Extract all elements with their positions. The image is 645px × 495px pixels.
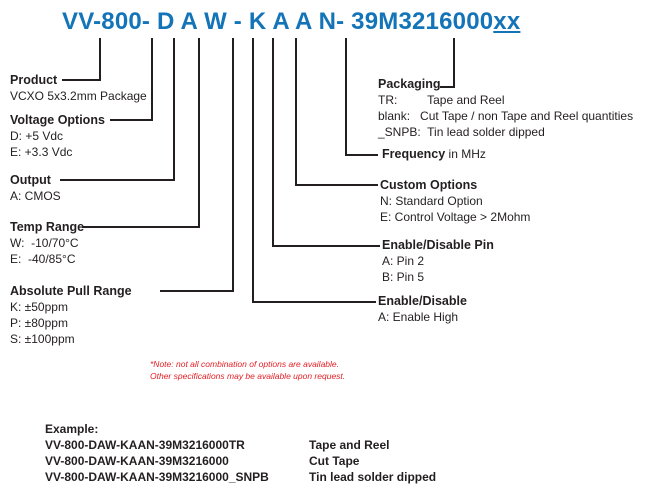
connector-enable-pin	[272, 38, 380, 247]
packaging-option: blank: Cut Tape / non Tape and Reel quan…	[378, 109, 634, 123]
frequency-title: Frequency	[382, 147, 446, 161]
code-enable: A	[272, 8, 290, 35]
voltage-option: D: +5 Vdc	[10, 129, 64, 143]
separator: -	[336, 8, 352, 35]
pull-option: S: ±100ppm	[10, 332, 75, 346]
code-enable-pin: A	[295, 8, 312, 35]
note-line: Other specifications may be available up…	[150, 371, 346, 381]
voltage-title: Voltage Options	[10, 113, 105, 127]
part-prefix: VV-800-	[62, 8, 157, 35]
product-title: Product	[10, 73, 58, 87]
enable-pin-title: Enable/Disable Pin	[382, 238, 494, 252]
output-title: Output	[10, 173, 51, 187]
field-voltage: Voltage Options D: +5 Vdc E: +3.3 Vdc	[10, 112, 105, 160]
example-description: Tape and Reel	[309, 438, 390, 452]
temp-option: W: -10/70°C	[10, 236, 79, 250]
connector-pull	[160, 38, 234, 292]
custom-option: E: Control Voltage > 2Mohm	[380, 210, 531, 224]
note-line: *Note: not all combination of options ar…	[150, 359, 340, 369]
enable-title: Enable/Disable	[378, 294, 467, 308]
field-temp: Temp Range W: -10/70°C E: -40/85°C	[10, 219, 84, 267]
availability-note: *Note: not all combination of options ar…	[150, 358, 345, 382]
packaging-title: Packaging	[378, 77, 441, 91]
field-enable: Enable/Disable A: Enable High	[378, 293, 467, 325]
custom-option: N: Standard Option	[380, 194, 483, 208]
enable-pin-option: B: Pin 5	[382, 270, 425, 284]
field-packaging: Packaging TR: Tape and Reel blank: Cut T…	[378, 76, 633, 140]
field-enable-pin: Enable/Disable Pin A: Pin 2 B: Pin 5	[382, 237, 494, 285]
example-description: Tin lead solder dipped	[309, 470, 437, 484]
part-number-header: VV-800- D A W - K A A N- 39M3216000xx	[62, 8, 520, 36]
output-option: A: CMOS	[10, 189, 61, 203]
packaging-option: TR: Tape and Reel	[378, 93, 505, 107]
product-option: VCXO 5x3.2mm Package	[10, 89, 147, 103]
frequency-unit: in MHz	[445, 147, 486, 161]
voltage-option: E: +3.3 Vdc	[10, 145, 73, 159]
example-heading: Example:	[45, 422, 99, 436]
example-description: Cut Tape	[309, 454, 360, 468]
code-frequency: 39M3216000	[351, 8, 494, 35]
example-part-number: VV-800-DAW-KAAN-39M3216000TR	[45, 438, 245, 452]
pull-option: K: ±50ppm	[10, 300, 68, 314]
code-output: A	[180, 8, 198, 35]
connector-product	[62, 38, 101, 81]
connector-custom	[295, 38, 378, 186]
separator: -	[226, 8, 249, 35]
field-frequency: Frequency in MHz	[382, 146, 486, 162]
code-voltage: D	[157, 8, 175, 35]
code-packaging: xx	[493, 8, 521, 35]
code-custom: N	[318, 8, 337, 35]
connector-enable	[252, 38, 376, 303]
pull-option: P: ±80ppm	[10, 316, 68, 330]
custom-title: Custom Options	[380, 178, 478, 192]
field-output: Output A: CMOS	[10, 172, 61, 204]
temp-title: Temp Range	[10, 220, 85, 234]
field-custom: Custom Options N: Standard Option E: Con…	[380, 177, 530, 225]
connector-packaging	[440, 38, 455, 88]
field-pull: Absolute Pull Range K: ±50ppm P: ±80ppm …	[10, 283, 132, 347]
temp-option: E: -40/85°C	[10, 252, 76, 266]
connector-frequency	[345, 38, 378, 156]
example-part-number: VV-800-DAW-KAAN-39M3216000_SNPB	[45, 470, 269, 484]
code-pull: K	[248, 8, 267, 35]
connector-temp	[82, 38, 200, 228]
connector-output	[60, 38, 175, 181]
packaging-option: _SNPB: Tin lead solder dipped	[378, 125, 545, 139]
enable-pin-option: A: Pin 2	[382, 254, 425, 268]
enable-option: A: Enable High	[378, 310, 459, 324]
code-temp: W	[204, 8, 227, 35]
connector-voltage	[110, 38, 153, 121]
example-part-number: VV-800-DAW-KAAN-39M3216000	[45, 454, 229, 468]
pull-title: Absolute Pull Range	[10, 284, 132, 298]
field-product: Product VCXO 5x3.2mm Package	[10, 72, 147, 104]
